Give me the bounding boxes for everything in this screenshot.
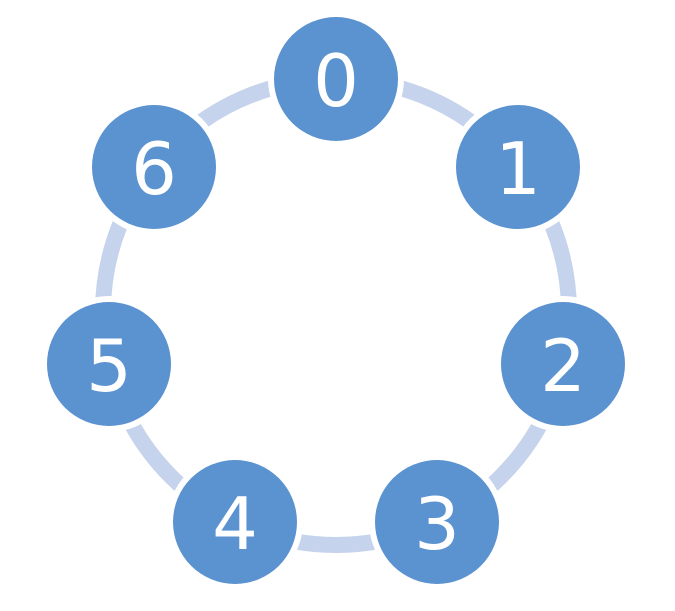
cycle-node-2[interactable]: 2 [495, 296, 631, 432]
node-circle[interactable] [92, 105, 216, 229]
node-circle[interactable] [456, 105, 580, 229]
node-circle[interactable] [501, 302, 625, 426]
cycle-node-6[interactable]: 6 [86, 99, 222, 235]
node-label: 1 [495, 127, 541, 211]
cycle-node-5[interactable]: 5 [41, 296, 177, 432]
node-label: 6 [131, 127, 177, 211]
cycle-node-1[interactable]: 1 [450, 99, 586, 235]
node-circle[interactable] [173, 460, 297, 584]
node-label: 3 [414, 482, 460, 566]
cycle-node-3[interactable]: 3 [369, 454, 505, 590]
node-label: 0 [313, 39, 359, 123]
node-circle[interactable] [274, 17, 398, 141]
node-label: 4 [212, 482, 258, 566]
node-circle[interactable] [375, 460, 499, 584]
cycle-node-0[interactable]: 0 [268, 11, 404, 147]
cycle-node-4[interactable]: 4 [167, 454, 303, 590]
node-label: 5 [86, 324, 132, 408]
node-circle[interactable] [47, 302, 171, 426]
node-label: 2 [540, 324, 586, 408]
